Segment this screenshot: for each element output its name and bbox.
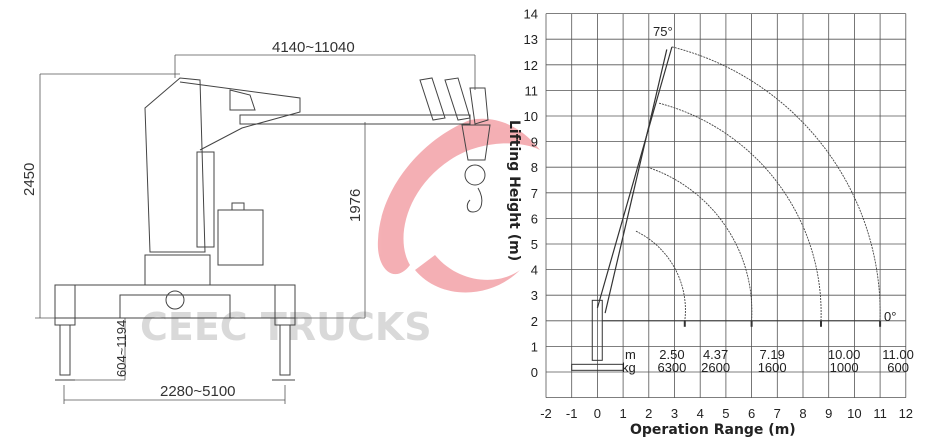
x-tick-label: 9 [825,406,832,421]
capacity-range: 11.00 [882,347,914,362]
y-tick-label: 10 [524,109,538,124]
y-tick-label: 8 [531,160,538,175]
crane-column [591,299,603,361]
x-axis-label: Operation Range (m) [630,422,796,438]
x-tick-label: 3 [671,406,678,421]
range-arc [647,166,753,321]
unit-range-label: m [625,347,636,362]
boom-75deg-line [604,49,668,314]
x-tick-label: 5 [722,406,729,421]
capacity-load: 1600 [758,360,787,375]
capacity-load: 6300 [657,360,686,375]
x-tick-label: 2 [645,406,652,421]
capacity-range: 4.37 [703,347,728,362]
y-tick-label: 0 [531,365,538,380]
y-tick-label: 6 [531,211,538,226]
capacity-range: 2.50 [659,347,684,362]
y-tick-label: 5 [531,237,538,252]
x-tick-label: 6 [748,406,755,421]
capacity-range: 10.00 [828,347,861,362]
range-arc [671,46,881,321]
x-tick-label: 1 [619,406,626,421]
watermark-text: CEEC TRUCKS [140,305,432,349]
dim-boom-reach: 4140~11040 [272,39,355,56]
capacity-load: 600 [887,360,909,375]
x-tick-label: -1 [566,406,578,421]
dim-overall-height: 2450 [21,163,38,196]
capacity-load: 1000 [830,360,859,375]
capacity-load: 2600 [701,360,730,375]
crane-side-view: 4140~11040 2450 1976 604~1194 2280~5100 [21,39,491,404]
x-tick-label: 0 [594,406,601,421]
capacity-range: 7.19 [760,347,785,362]
boom-lines [571,46,673,371]
range-arc [635,230,686,321]
y-tick-label: 9 [531,135,538,150]
y-tick-label: 4 [531,263,538,278]
range-arc [658,102,822,321]
y-tick-label: 12 [524,58,538,73]
x-tick-label: 11 [873,406,887,421]
angle-min-label: 0° [884,309,896,324]
unit-load-label: kg [622,360,636,375]
dim-hook-height: 1976 [347,189,364,222]
y-tick-label: 2 [531,314,538,329]
dim-outrigger-span: 2280~5100 [160,383,236,400]
y-tick-label: 1 [531,339,538,354]
x-tick-label: 4 [697,406,704,421]
x-tick-label: 7 [774,406,781,421]
truck-base [571,363,624,371]
y-tick-label: 7 [531,186,538,201]
dim-outrigger-stroke: 604~1194 [114,320,129,377]
y-tick-label: 11 [525,83,539,98]
x-tick-label: 8 [799,406,806,421]
angle-max-label: 75° [653,24,673,39]
x-tick-label: 12 [899,406,913,421]
boom-75deg-line [596,46,673,309]
y-tick-label: 13 [524,32,538,47]
chart-grid [545,13,907,399]
y-axis-label: Lifting Height (m) [506,120,522,261]
y-tick-label: 14 [524,7,538,22]
y-tick-label: 3 [531,288,538,303]
x-tick-label: 10 [847,406,861,421]
x-tick-label: -2 [540,406,552,421]
working-range-arcs [602,46,882,327]
watermark-logo: CEEC TRUCKS [140,118,540,349]
